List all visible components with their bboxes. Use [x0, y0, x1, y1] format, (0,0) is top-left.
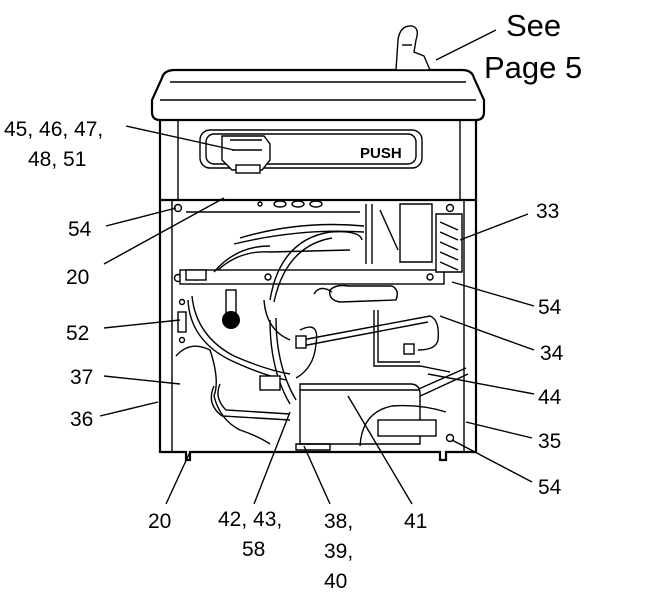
- callout-54-right-lower: 54: [538, 476, 562, 499]
- basin: [150, 68, 486, 122]
- callout-33: 33: [536, 200, 560, 223]
- front-panel: [158, 120, 478, 202]
- storage-tank: [313, 284, 399, 303]
- tubing: [187, 223, 365, 421]
- cooling-coil: [295, 310, 469, 399]
- cutaway-edge: [175, 299, 318, 445]
- callout-41: 41: [404, 510, 428, 533]
- drain-fitting: [222, 289, 240, 329]
- compressor: [295, 383, 447, 451]
- callout-36: 36: [70, 408, 94, 431]
- top-bracket: [186, 200, 360, 213]
- callout-34: 34: [540, 342, 564, 365]
- callout-45: 45, 46, 47,: [4, 118, 104, 141]
- callout-20-upper: 20: [66, 266, 90, 289]
- push-label: PUSH: [360, 145, 402, 162]
- see-page-label: See: [506, 8, 562, 43]
- callout-54-right-upper: 54: [538, 296, 562, 319]
- callout-42-line2: 58: [242, 538, 266, 561]
- callout-35: 35: [538, 430, 562, 453]
- bubbler: [395, 25, 432, 71]
- see-page-label-line2: Page 5: [484, 50, 583, 85]
- leader-lines: [99, 29, 535, 505]
- callout-38: 38,: [324, 510, 354, 533]
- callout-38-line3: 40: [324, 570, 348, 593]
- mounting-rail: [179, 269, 445, 285]
- callout-52: 52: [66, 322, 90, 345]
- callout-20-lower: 20: [148, 510, 172, 533]
- callout-42: 42, 43,: [218, 508, 283, 531]
- callout-37: 37: [70, 366, 94, 389]
- side-fittings: [177, 298, 187, 344]
- callout-54-top: 54: [68, 218, 92, 241]
- callout-48: 48, 51: [28, 148, 87, 171]
- cabinet: [158, 200, 478, 462]
- chiller-fins: [365, 203, 463, 273]
- callout-38-line2: 39,: [324, 540, 354, 563]
- callout-44: 44: [538, 386, 562, 409]
